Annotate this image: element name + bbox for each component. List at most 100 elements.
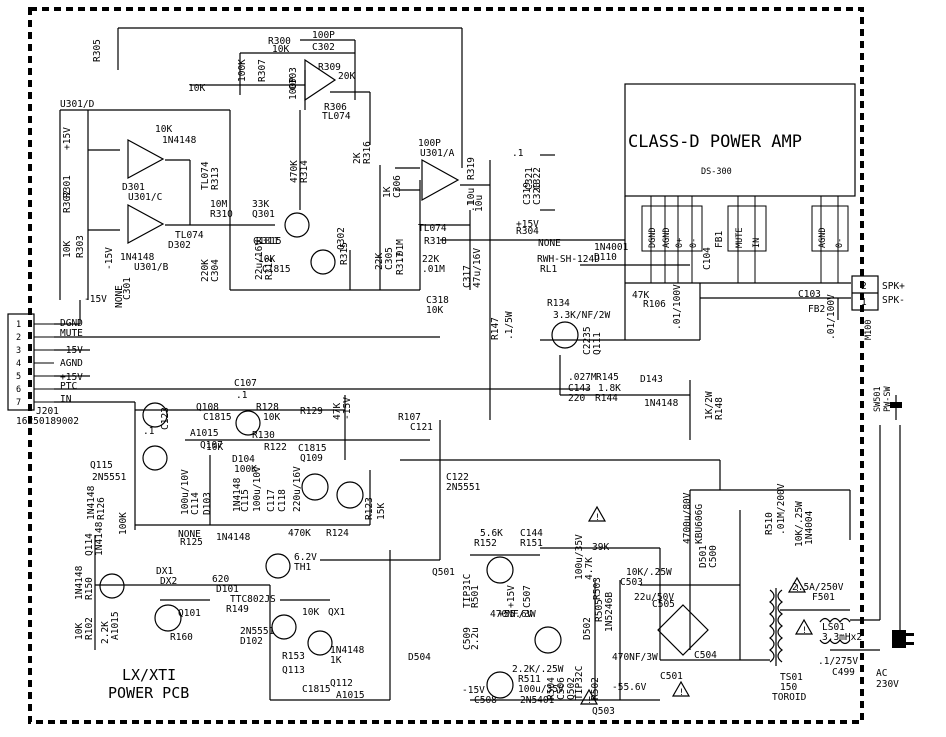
component-label: C305 (384, 247, 395, 270)
component-label: R134 (547, 298, 570, 309)
filter-ref: LS01 (822, 622, 845, 633)
transformer-type: TOROID (772, 692, 807, 703)
switch-name: PW-SW (883, 386, 893, 412)
component-label: U301/A (420, 148, 455, 159)
component-label: 220K (200, 259, 211, 282)
component-label: C123 (160, 407, 171, 430)
component-label: 100P (288, 77, 299, 100)
component-label: R300 (268, 36, 291, 47)
j201-ref: J201 (36, 406, 59, 417)
component-label: Q502 (566, 677, 577, 700)
j201-signal: AGND (60, 358, 83, 369)
component-label: C122 (446, 472, 469, 483)
component-label: 10K (74, 623, 85, 640)
component-label: TIP31C (462, 574, 473, 608)
component-label: 1K (382, 186, 393, 198)
component-label: R313 (210, 167, 221, 190)
component-label: .1 (512, 148, 524, 159)
component-label: A1015 (110, 611, 121, 640)
component-label: C117 (266, 489, 277, 512)
component-label: 1N4148 (86, 485, 97, 520)
component-label: R306 (324, 102, 347, 113)
component-label: C503 (620, 577, 643, 588)
component-label: 220u/16V (292, 466, 303, 512)
component-label: C115 (240, 489, 251, 512)
component-label: 10K (263, 412, 280, 423)
wiring (54, 27, 901, 701)
component-label: .01M/200V (776, 483, 787, 535)
component-label: 10K (302, 607, 319, 618)
j201-pin: 4 (16, 359, 21, 369)
component-label: R102 (84, 617, 95, 640)
amp-title: CLASS-D POWER AMP (628, 132, 802, 152)
component-label: C509 (462, 627, 473, 650)
component-label: U301/C (128, 192, 162, 203)
component-label: 1N4148 (644, 398, 679, 409)
component-label: R315 (339, 242, 350, 265)
class-d-amp-block: CLASS-D POWER AMP DS-300 DGND AGND 0+ 0-… (624, 83, 856, 283)
component-label: D104 (232, 454, 255, 465)
component-label: R505 (594, 599, 605, 622)
component-label: U301/D (60, 99, 95, 110)
component-label: C505 (652, 599, 675, 610)
component-label: NONE (114, 285, 125, 308)
component-label: R311 (256, 236, 279, 247)
component-label: C1815 (253, 236, 282, 247)
component-label: R160 (170, 632, 193, 643)
m100-pin: 1 (861, 297, 867, 308)
component-label: R124 (326, 528, 349, 539)
component-label: 1N4004 (804, 510, 815, 545)
amp-model: DS-300 (701, 167, 732, 177)
component-label: C118 (277, 489, 288, 512)
op-amp-symbols (127, 58, 460, 245)
component-label: TTC802JS (230, 594, 276, 605)
component-label: C317 (462, 265, 473, 288)
component-label: 2N5551 (92, 472, 127, 483)
component-label: D502 (582, 617, 593, 640)
component-label: 10K (206, 442, 223, 453)
component-label: DX1 (156, 566, 173, 577)
component-label: 1N4148 (232, 477, 243, 512)
component-label: 10K/.25W (794, 501, 805, 547)
component-label: R511 (518, 674, 541, 685)
component-label: D301 (122, 182, 145, 193)
component-label: TH1 (294, 562, 311, 573)
component-label: R305 (92, 39, 103, 62)
component-label: 10K (272, 44, 289, 55)
component-label: 22u/50V (634, 592, 674, 603)
component-label: 10K/.25W (626, 567, 672, 578)
component-label: +15V (516, 219, 539, 230)
component-label: C319 (522, 182, 533, 205)
component-label: R148 (714, 397, 725, 420)
amp-pin-label: DGND (648, 228, 658, 248)
component-label: 620 (212, 574, 229, 585)
component-label: 100P (312, 30, 335, 41)
component-label: Q302 (336, 227, 347, 250)
component-label: R150 (84, 577, 95, 600)
component-label: -15V (84, 294, 107, 305)
component-label: C306 (392, 175, 403, 198)
cap-c499-ref: C499 (832, 667, 855, 678)
component-label: R126 (96, 497, 107, 520)
ac-plug-icon (892, 630, 914, 648)
amp-pin-label: AGND (818, 228, 828, 248)
component-label: RWH-SH-124D (537, 254, 600, 265)
component-label: 1K (330, 655, 342, 666)
component-label: D102 (240, 636, 263, 647)
component-label: C1815 (203, 412, 232, 423)
component-label: 2.2K/.25W (512, 664, 564, 675)
component-label: R501 (470, 585, 481, 608)
amp-pin-label: 0- (689, 238, 699, 248)
component-label: 20K (338, 71, 355, 82)
component-label: R151 (520, 538, 543, 549)
component-label: 220 (568, 393, 585, 404)
spk-plus-label: SPK+ (882, 281, 905, 292)
component-label: C304 (210, 259, 221, 282)
component-label: NONE (538, 238, 561, 249)
m100-pin: 2 (861, 281, 867, 292)
component-label: R314 (299, 160, 310, 183)
component-label: 3.3K/NF/2W (553, 310, 610, 321)
component-label: C103 (798, 289, 821, 300)
component-label: R125 (180, 537, 203, 548)
